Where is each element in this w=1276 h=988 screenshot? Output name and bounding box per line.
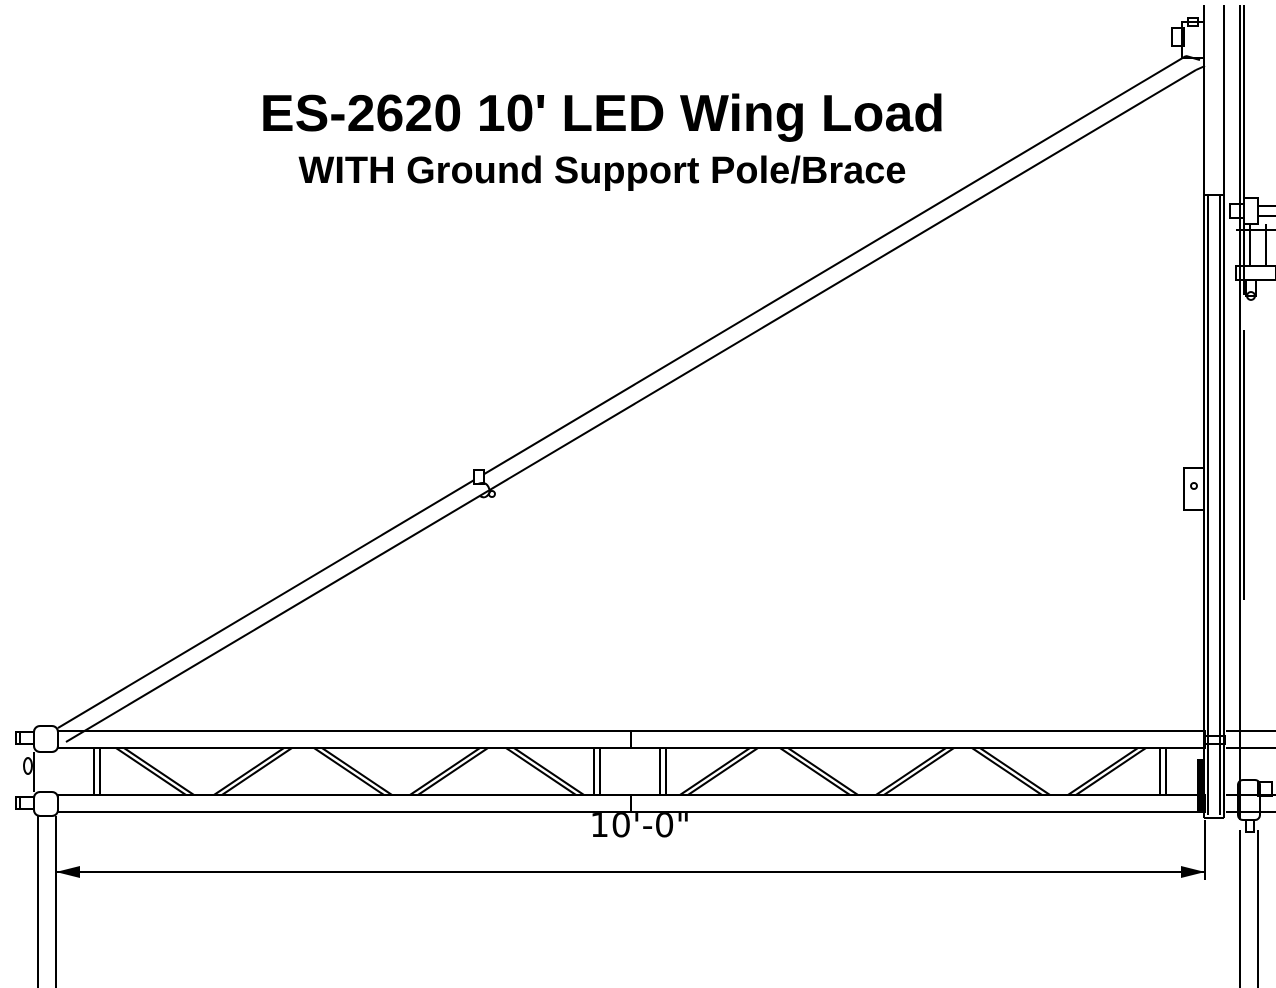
vertical-upright bbox=[1204, 5, 1244, 820]
arrowhead-left-icon bbox=[56, 866, 80, 878]
arrowhead-right-icon bbox=[1181, 866, 1205, 878]
dimension-line bbox=[56, 820, 1205, 880]
dimension-label: 10'-0" bbox=[588, 806, 692, 846]
page-title: ES-2620 10' LED Wing Load bbox=[259, 85, 946, 143]
page-subtitle: WITH Ground Support Pole/Brace bbox=[298, 150, 907, 192]
brace-mid-clamp-icon bbox=[474, 470, 495, 497]
truss-lacing bbox=[116, 748, 1146, 795]
upright-clamps bbox=[1184, 198, 1276, 510]
left-end-clamp-icon bbox=[16, 726, 58, 816]
truss-verticals bbox=[94, 748, 1166, 795]
top-bracket-icon bbox=[1172, 18, 1204, 58]
